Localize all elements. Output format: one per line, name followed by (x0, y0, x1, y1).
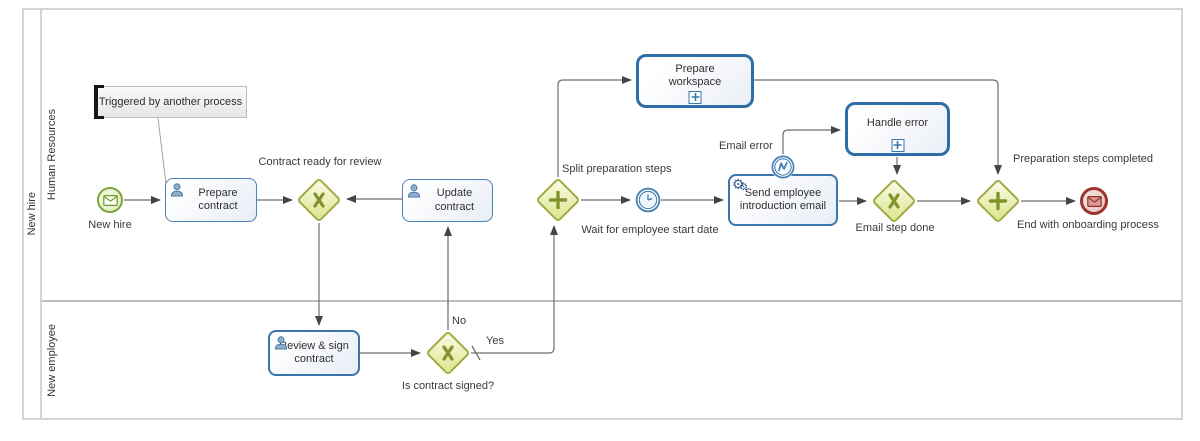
flow-label-yes: Yes (486, 335, 504, 347)
x-gateway-icon (296, 177, 342, 223)
start-event-label: New hire (88, 219, 132, 231)
text-annotation[interactable]: Triggered by another process (94, 85, 247, 119)
subprocess-label: Prepare workspace (668, 62, 722, 88)
user-icon (170, 183, 184, 197)
gateway-label-join-preparation: Preparation steps completed (1013, 153, 1154, 165)
gateway-label-is-contract-signed: Is contract signed? (401, 380, 495, 392)
gateway-label-email-step-done: Email step done (855, 222, 935, 234)
plus-gateway-icon (535, 177, 581, 223)
subprocess-prepare-workspace[interactable]: Prepare workspace (636, 54, 754, 108)
lane-label-human-resources: Human Resources (46, 109, 58, 201)
flow-label-no: No (452, 315, 467, 327)
task-review-sign-contract[interactable]: Review & sign contract (268, 330, 360, 376)
start-event-new-hire[interactable] (97, 187, 123, 213)
boundary-event-email-error[interactable] (771, 155, 795, 179)
timer-event-label: Wait for employee start date (581, 224, 719, 236)
subprocess-label: Handle error (866, 117, 929, 130)
lane-human-resources[interactable]: Human Resources (42, 10, 1181, 302)
end-event-label: End with onboarding process (1017, 219, 1159, 231)
x-gateway-icon (425, 330, 471, 376)
envelope-icon (102, 194, 118, 206)
annotation-bracket-icon (94, 85, 104, 119)
gateway-contract-ready[interactable] (296, 177, 342, 223)
gateway-split-preparation[interactable] (535, 177, 581, 223)
lane-new-employee[interactable]: New employee (42, 302, 1181, 418)
gears-icon: ⚙⚙ (732, 176, 748, 193)
task-update-contract[interactable]: Update contract (402, 179, 493, 222)
lane-label-new-employee: New employee (46, 323, 58, 397)
pool-header[interactable]: New hire (24, 10, 42, 418)
gateway-label-split-preparation: Split preparation steps (562, 163, 672, 175)
timer-event-wait-start-date[interactable] (635, 187, 661, 213)
lanes-container: Human Resources New employee (42, 10, 1181, 418)
pool-label: New hire (26, 192, 38, 236)
envelope-icon (1086, 195, 1102, 207)
user-icon (274, 336, 288, 350)
task-label: Update contract (434, 187, 475, 213)
clock-icon (635, 187, 661, 213)
x-gateway-icon (871, 178, 917, 224)
plus-marker-icon[interactable] (891, 139, 904, 152)
task-prepare-contract[interactable]: Prepare contract (165, 178, 257, 222)
annotation-text: Triggered by another process (98, 96, 243, 108)
subprocess-handle-error[interactable]: Handle error (845, 102, 950, 156)
error-zigzag-icon (771, 155, 795, 179)
task-label: Prepare contract (198, 186, 238, 212)
gateway-is-contract-signed[interactable] (425, 330, 471, 376)
task-label: Send employee introduction email (739, 186, 827, 212)
task-send-intro-email[interactable]: ⚙⚙ Send employee introduction email (728, 174, 838, 226)
task-label: Review & sign contract (279, 339, 349, 365)
plus-gateway-icon (975, 178, 1021, 224)
end-event-onboarding[interactable] (1080, 187, 1108, 215)
user-icon (407, 184, 421, 198)
plus-marker-icon[interactable] (688, 91, 702, 104)
gateway-email-step-done[interactable] (871, 178, 917, 224)
gateway-join-preparation[interactable] (975, 178, 1021, 224)
boundary-event-label: Email error (719, 140, 773, 152)
gateway-label-contract-ready: Contract ready for review (258, 156, 382, 168)
